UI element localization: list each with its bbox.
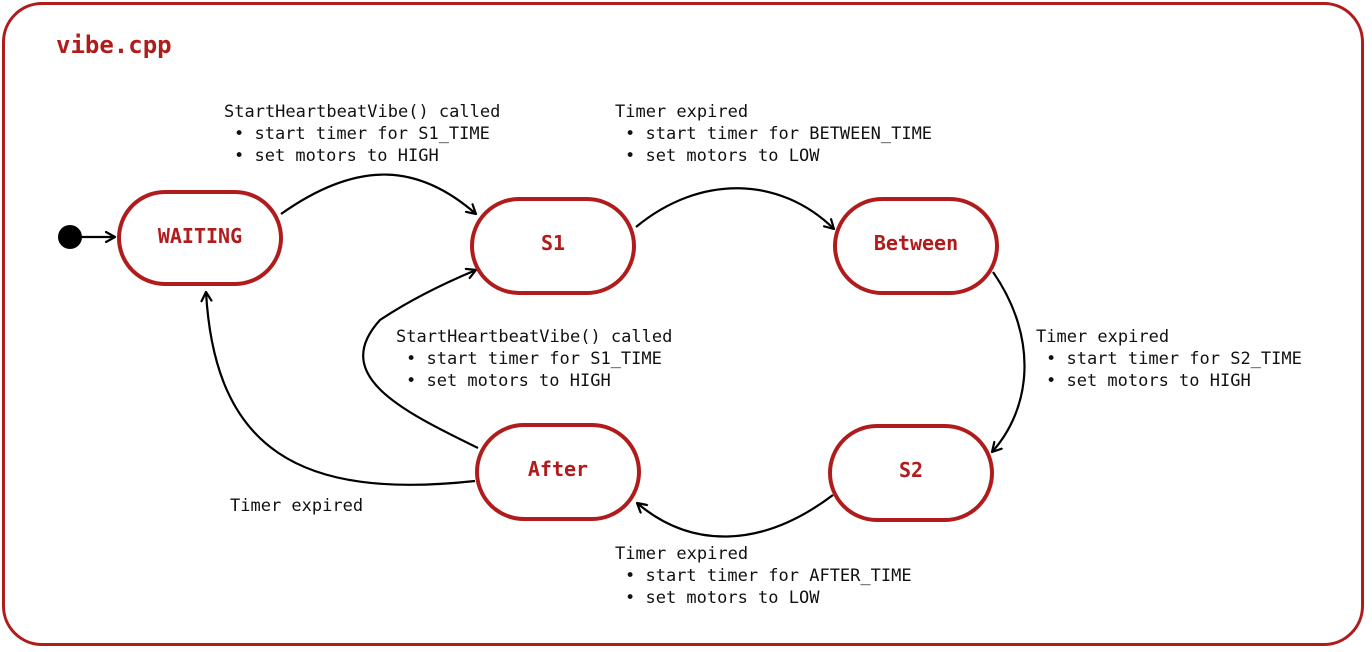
edge-after-to-waiting: [206, 292, 476, 486]
state-s1-label: S1: [541, 231, 565, 255]
label-s1-to-between-action-2: • set motors to LOW: [625, 146, 820, 166]
label-after-to-s1-action-2: • set motors to HIGH: [406, 371, 611, 391]
state-waiting: WAITING: [117, 190, 283, 286]
label-waiting-to-s1: StartHeartbeatVibe() called • start time…: [224, 102, 500, 166]
diagram-title: vibe.cpp: [56, 31, 172, 59]
edge-s1-to-between: [635, 187, 834, 229]
state-between-box: [833, 197, 999, 295]
label-after-to-waiting: Timer expired: [230, 496, 363, 516]
edge-after-to-s1: [362, 270, 479, 449]
initial-state-dot: [58, 225, 82, 249]
state-s1-box: [470, 197, 636, 295]
state-s1: S1: [470, 197, 636, 295]
label-waiting-to-s1-action-1: • start timer for S1_TIME: [234, 124, 490, 144]
state-after-label: After: [528, 457, 588, 481]
edge-between-to-s2: [992, 271, 1026, 452]
state-after: After: [475, 423, 641, 521]
label-s2-to-after-action-2: • set motors to LOW: [625, 588, 820, 608]
label-after-to-waiting-trigger: Timer expired: [230, 496, 363, 516]
label-between-to-s2-action-2: • set motors to HIGH: [1046, 371, 1251, 391]
state-between: Between: [833, 197, 999, 295]
label-after-to-s1-trigger: StartHeartbeatVibe() called: [396, 327, 672, 347]
edge-waiting-to-s1: [280, 173, 476, 214]
state-s2-box: [828, 424, 994, 522]
label-after-to-s1: StartHeartbeatVibe() called • start time…: [396, 327, 672, 391]
state-s2: S2: [828, 424, 994, 522]
state-waiting-box: [117, 190, 283, 286]
edge-s2-to-after: [637, 494, 834, 538]
label-waiting-to-s1-action-2: • set motors to HIGH: [234, 146, 439, 166]
label-s2-to-after-action-1: • start timer for AFTER_TIME: [625, 566, 912, 586]
label-s1-to-between: Timer expired • start timer for BETWEEN_…: [615, 102, 932, 166]
label-waiting-to-s1-trigger: StartHeartbeatVibe() called: [224, 102, 500, 122]
label-between-to-s2: Timer expired • start timer for S2_TIME …: [1036, 327, 1302, 391]
label-s1-to-between-trigger: Timer expired: [615, 102, 748, 122]
label-s2-to-after-trigger: Timer expired: [615, 544, 748, 564]
label-s1-to-between-action-1: • start timer for BETWEEN_TIME: [625, 124, 932, 144]
label-between-to-s2-trigger: Timer expired: [1036, 327, 1169, 347]
state-s2-label: S2: [899, 458, 923, 482]
label-between-to-s2-action-1: • start timer for S2_TIME: [1046, 349, 1302, 369]
state-after-box: [475, 423, 641, 521]
state-waiting-label: WAITING: [158, 224, 242, 248]
label-s2-to-after: Timer expired • start timer for AFTER_TI…: [615, 544, 912, 608]
state-between-label: Between: [874, 231, 958, 255]
label-after-to-s1-action-1: • start timer for S1_TIME: [406, 349, 662, 369]
